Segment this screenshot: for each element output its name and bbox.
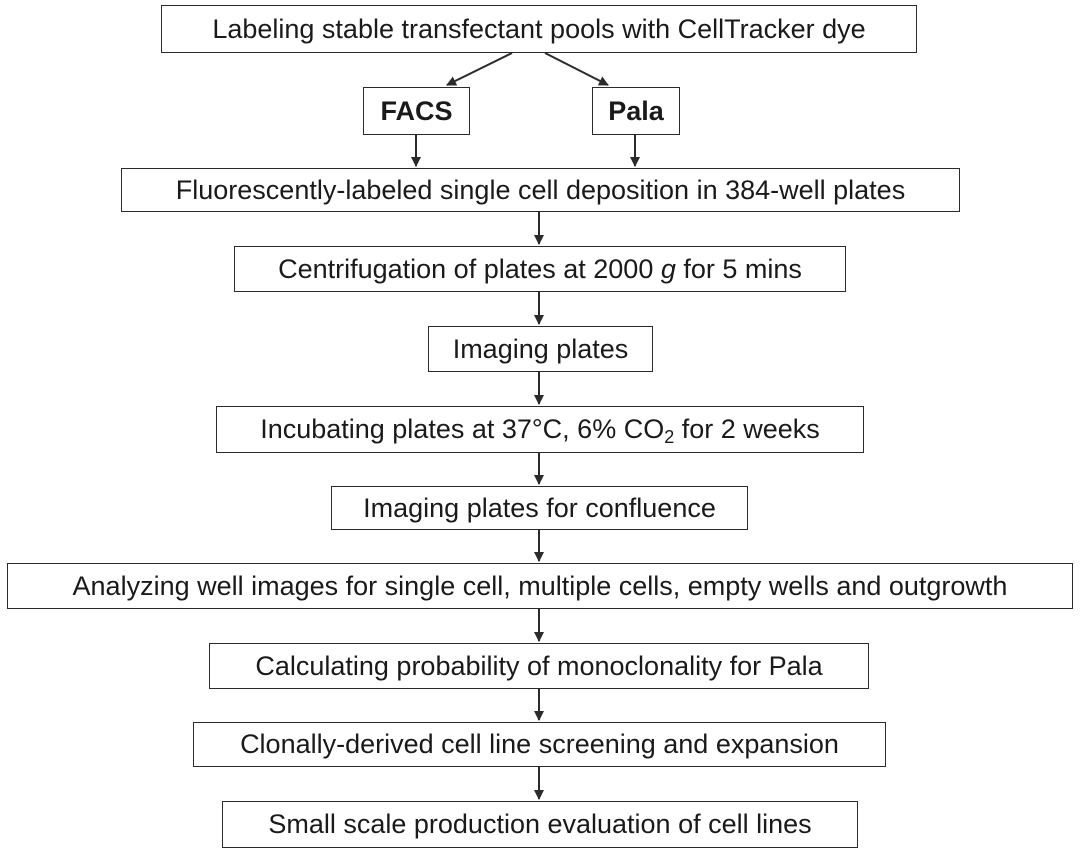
arrow-labeling-to-pala [544,52,609,86]
step-probability: Calculating probability of monoclonality… [209,643,869,689]
step-screening-text: Clonally-derived cell line screening and… [240,729,839,759]
step-labeling: Labeling stable transfectant pools with … [161,5,917,53]
centrifugation-text-end: for 5 mins [675,253,802,284]
step-centrifugation: Centrifugation of plates at 2000 g for 5… [234,246,846,292]
step-analyzing-text: Analyzing well images for single cell, m… [72,570,1008,601]
step-analyzing: Analyzing well images for single cell, m… [7,563,1073,609]
step-confluence-text: Imaging plates for confluence [363,492,716,523]
step-evaluation-text: Small scale production evaluation of cel… [268,809,812,839]
step-labeling-text: Labeling stable transfectant pools with … [212,13,866,44]
arrow-labeling-to-facs [446,52,513,86]
incubating-text-end: for 2 weeks [674,414,820,444]
step-incubating: Incubating plates at 37°C, 6% CO2 for 2 … [216,406,864,453]
step-centrifugation-text: Centrifugation of plates at 2000 g for 5… [278,253,802,284]
incubating-co2-subscript: 2 [664,427,675,447]
step-deposition-text: Fluorescently-labeled single cell deposi… [175,174,906,205]
step-screening: Clonally-derived cell line screening and… [193,722,886,767]
step-imaging-text: Imaging plates [452,333,629,364]
step-probability-text: Calculating probability of monoclonality… [255,650,823,681]
step-deposition: Fluorescently-labeled single cell deposi… [121,168,960,212]
step-incubating-text: Incubating plates at 37°C, 6% CO2 for 2 … [260,414,820,447]
centrifugation-g-unit: g [660,253,676,284]
step-confluence: Imaging plates for confluence [331,486,748,530]
step-imaging: Imaging plates [428,326,653,372]
step-pala: Pala [592,87,680,135]
incubating-text-start: Incubating plates at 37°C, 6% CO [260,414,665,444]
step-pala-text: Pala [608,95,664,126]
step-facs: FACS [363,87,470,135]
step-evaluation: Small scale production evaluation of cel… [222,801,858,848]
centrifugation-text-start: Centrifugation of plates at 2000 [278,253,661,284]
step-facs-text: FACS [380,95,453,126]
